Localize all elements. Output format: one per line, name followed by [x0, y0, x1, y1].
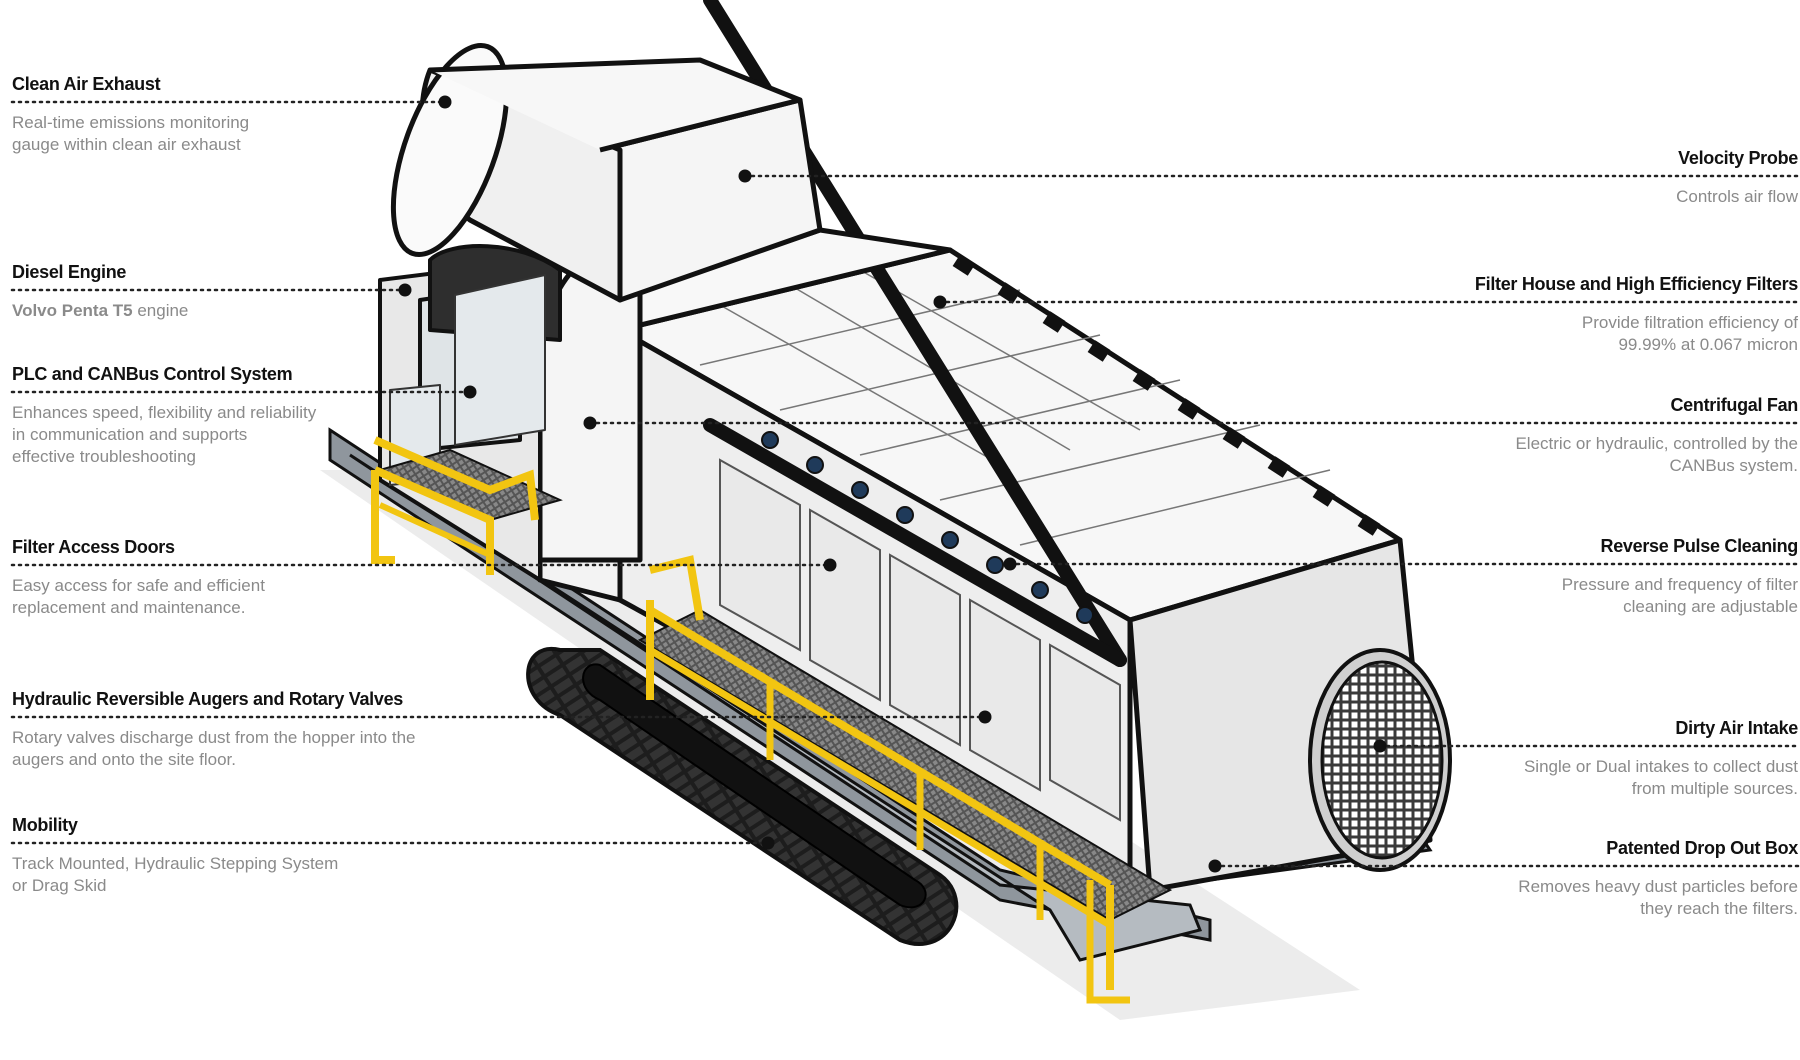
callout-velocity-probe: Velocity Probe Controls air flow — [1358, 147, 1798, 208]
callout-clean-air-exhaust: Clean Air Exhaust Real-time emissions mo… — [12, 73, 452, 156]
callout-description: Provide filtration efficiency of 99.99% … — [1358, 312, 1798, 356]
callout-title: PLC and CANBus Control System — [12, 364, 293, 384]
engine-model: Volvo Penta T5 — [12, 301, 133, 320]
callout-description: Real-time emissions monitoring gauge wit… — [12, 112, 452, 156]
callout-filter-house: Filter House and High Efficiency Filters… — [1358, 273, 1798, 356]
callout-title: Filter House and High Efficiency Filters — [1474, 274, 1798, 294]
description-line: they reach the filters. — [1640, 899, 1798, 918]
description-line: replacement and maintenance. — [12, 598, 246, 617]
description-line: Single or Dual intakes to collect dust — [1523, 757, 1798, 776]
callout-description: Track Mounted, Hydraulic Stepping System… — [12, 853, 452, 897]
callout-diesel-engine: Diesel Engine Volvo Penta T5 engine — [12, 261, 452, 322]
walkway-right — [637, 555, 1173, 1004]
filter-top-panels — [699, 269, 1331, 546]
callout-description: Enhances speed, flexibility and reliabil… — [12, 402, 452, 468]
callout-description: Removes heavy dust particles before they… — [1358, 876, 1798, 920]
description-line: effective troubleshooting — [12, 447, 196, 466]
callout-title: Reverse Pulse Cleaning — [1600, 536, 1799, 556]
callout-mobility: Mobility Track Mounted, Hydraulic Steppi… — [12, 814, 452, 897]
filter-cartridge-heads — [952, 254, 1381, 536]
crawler-track — [526, 646, 959, 946]
callout-title: Velocity Probe — [1678, 148, 1798, 168]
description-line: or Drag Skid — [12, 876, 107, 895]
description-line: Controls air flow — [1676, 187, 1798, 206]
description-line: 99.99% at 0.067 micron — [1618, 335, 1798, 354]
description-line: gauge within clean air exhaust — [12, 135, 241, 154]
description-line: Electric or hydraulic, controlled by the — [1515, 434, 1798, 453]
callout-description: Controls air flow — [1358, 186, 1798, 208]
callout-description: Volvo Penta T5 engine — [12, 300, 452, 322]
callout-title: Diesel Engine — [12, 262, 127, 282]
callout-description: Pressure and frequency of filter cleanin… — [1358, 574, 1798, 618]
exhaust-stack — [390, 42, 823, 303]
callout-plc-control: PLC and CANBus Control System Enhances s… — [12, 363, 452, 468]
description-line: Provide filtration efficiency of — [1581, 313, 1798, 332]
callout-reverse-pulse: Reverse Pulse Cleaning Pressure and freq… — [1358, 535, 1799, 618]
intake-grille — [1308, 648, 1452, 872]
description-line: Track Mounted, Hydraulic Stepping System — [12, 854, 339, 873]
callout-description: Easy access for safe and efficient repla… — [12, 575, 452, 619]
fan-housing — [537, 227, 953, 603]
description-line: Removes heavy dust particles before — [1518, 877, 1798, 896]
walkway-left — [371, 436, 563, 575]
callout-drop-out-box: Patented Drop Out Box Removes heavy dust… — [1358, 837, 1798, 920]
description-line: CANBus system. — [1669, 456, 1798, 475]
description-line: Real-time emissions monitoring — [12, 113, 250, 132]
description-line: in communication and supports — [12, 425, 248, 444]
description-line: Easy access for safe and efficient — [12, 576, 265, 595]
callout-title: Mobility — [12, 815, 78, 835]
callout-centrifugal-fan: Centrifugal Fan Electric or hydraulic, c… — [1358, 394, 1798, 477]
callout-title: Clean Air Exhaust — [12, 74, 161, 94]
description-line: Pressure and frequency of filter — [1561, 575, 1798, 594]
callout-title: Hydraulic Reversible Augers and Rotary V… — [12, 689, 404, 709]
description-line: Enhances speed, flexibility and reliabil… — [12, 403, 317, 422]
callout-dirty-air-intake: Dirty Air Intake Single or Dual intakes … — [1358, 717, 1798, 800]
description-line: cleaning are adjustable — [1623, 597, 1798, 616]
access-doors — [719, 458, 1121, 822]
callout-description: Rotary valves discharge dust from the ho… — [12, 727, 472, 771]
description-line: from multiple sources. — [1631, 779, 1798, 798]
callout-title: Patented Drop Out Box — [1606, 838, 1798, 858]
callout-hydraulic-augers: Hydraulic Reversible Augers and Rotary V… — [12, 688, 472, 771]
callout-filter-access-doors: Filter Access Doors Easy access for safe… — [12, 536, 452, 619]
description-line: Rotary valves discharge dust from the ho… — [12, 728, 416, 747]
description-line: augers and onto the site floor. — [12, 750, 236, 769]
callout-description: Electric or hydraulic, controlled by the… — [1358, 433, 1798, 477]
callout-title: Centrifugal Fan — [1670, 395, 1798, 415]
callout-description: Single or Dual intakes to collect dust f… — [1358, 756, 1798, 800]
description-suffix: engine — [132, 301, 189, 320]
callout-title: Dirty Air Intake — [1675, 718, 1798, 738]
callout-title: Filter Access Doors — [12, 537, 175, 557]
